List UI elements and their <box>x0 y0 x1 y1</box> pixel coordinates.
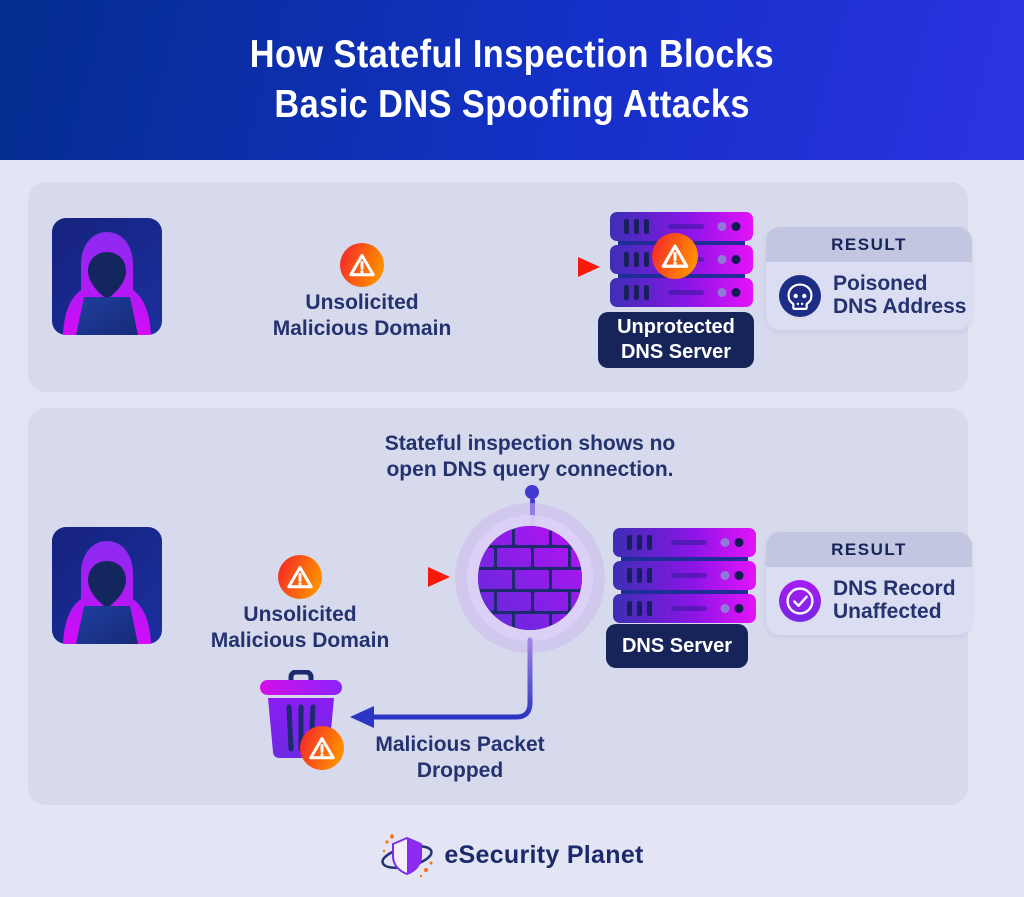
dropped-label-line1: Malicious Packet <box>375 733 545 756</box>
shield-orbit-logo-icon <box>381 834 434 878</box>
attack-label-line1: Unsolicited <box>305 291 419 314</box>
result-card: RESULT Poisoned DNS Address <box>766 227 972 330</box>
drop-arrow-icon <box>350 637 533 728</box>
result-text-line2: Unaffected <box>833 600 942 623</box>
footer-brand: eSecurity Planet <box>0 822 1024 888</box>
skull-icon <box>779 275 821 317</box>
warning-icon <box>278 555 322 599</box>
result-card-body: DNS Record Unaffected <box>766 567 972 635</box>
server-label-pill: Unprotected DNS Server <box>598 312 754 368</box>
server-label: DNS Server <box>621 634 733 657</box>
server-label-pill: DNS Server <box>606 624 748 668</box>
note-line1: Stateful inspection shows no <box>384 432 676 455</box>
result-card-header: RESULT <box>766 227 972 262</box>
attack-label-line1: Unsolicited <box>243 603 357 626</box>
result-text-line1: DNS Record <box>833 577 956 601</box>
result-text: DNS Record Unaffected <box>833 578 956 623</box>
attack-label: Unsolicited Malicious Domain <box>222 290 502 341</box>
note-line2: open DNS query connection. <box>386 458 674 482</box>
page-title-line2: Basic DNS Spoofing Attacks <box>274 83 750 126</box>
dropped-label-line2: Dropped <box>416 758 504 782</box>
result-text-line1: Poisoned <box>833 272 928 296</box>
result-text: Poisoned DNS Address <box>833 273 966 318</box>
result-card-header: RESULT <box>766 532 972 567</box>
check-circle-icon <box>779 580 821 622</box>
attack-label: Unsolicited Malicious Domain <box>160 602 440 653</box>
warning-icon <box>340 243 384 287</box>
brand-name: eSecurity Planet <box>444 840 644 869</box>
warning-icon <box>652 233 698 279</box>
header-banner: How Stateful Inspection Blocks Basic DNS… <box>0 0 1024 160</box>
attack-label-line2: Malicious Domain <box>210 628 390 652</box>
connection-dot <box>525 485 539 499</box>
server-label-line1: Unprotected <box>617 316 735 338</box>
result-card-body: Poisoned DNS Address <box>766 262 972 330</box>
dropped-packet-label: Malicious Packet Dropped <box>320 732 600 783</box>
stateful-inspection-note: Stateful inspection shows no open DNS qu… <box>330 431 730 483</box>
attack-label-line2: Malicious Domain <box>272 316 452 340</box>
hacker-icon <box>52 527 162 644</box>
result-card: RESULT DNS Record Unaffected <box>766 532 972 635</box>
firewall-icon <box>455 503 605 653</box>
result-text-line2: DNS Address <box>833 295 967 318</box>
page-title-line1: How Stateful Inspection Blocks <box>249 33 775 77</box>
hacker-icon <box>52 218 162 335</box>
server-icon <box>613 528 756 623</box>
server-label-line2: DNS Server <box>620 341 732 363</box>
